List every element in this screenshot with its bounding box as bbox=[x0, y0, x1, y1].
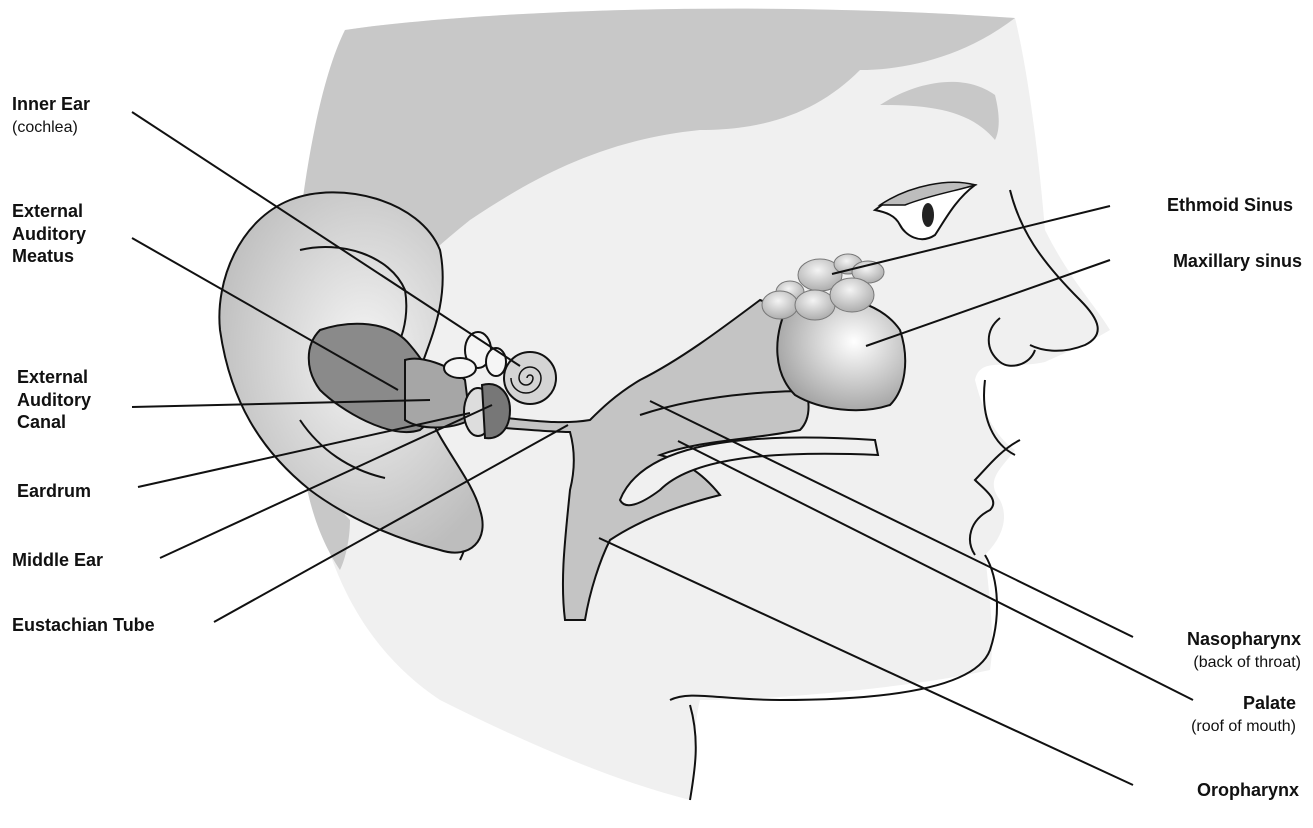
label-external-auditory-canal: External Auditory Canal bbox=[17, 366, 91, 434]
label-maxillary-sinus: Maxillary sinus bbox=[1173, 250, 1302, 273]
label-eardrum: Eardrum bbox=[17, 480, 91, 503]
pupil bbox=[922, 203, 934, 227]
label-nasopharynx-title: Nasopharynx bbox=[1187, 628, 1301, 651]
label-palate: Palate (roof of mouth) bbox=[1191, 692, 1296, 737]
label-palate-sub: (roof of mouth) bbox=[1191, 717, 1296, 737]
label-inner-ear-title: Inner Ear bbox=[12, 93, 90, 116]
label-eam-line2: Auditory bbox=[12, 223, 86, 246]
label-eardrum-title: Eardrum bbox=[17, 480, 91, 503]
label-eac-line2: Auditory bbox=[17, 389, 91, 412]
label-nasopharynx: Nasopharynx (back of throat) bbox=[1187, 628, 1301, 673]
label-eustachian-tube-title: Eustachian Tube bbox=[12, 614, 155, 637]
label-eustachian-tube: Eustachian Tube bbox=[12, 614, 155, 637]
label-maxillary-sinus-title: Maxillary sinus bbox=[1173, 250, 1302, 273]
label-inner-ear: Inner Ear (cochlea) bbox=[12, 93, 90, 138]
label-oropharynx: Oropharynx bbox=[1197, 779, 1299, 802]
label-ethmoid-sinus: Ethmoid Sinus bbox=[1167, 194, 1293, 217]
label-oropharynx-title: Oropharynx bbox=[1197, 779, 1299, 802]
label-eam-line3: Meatus bbox=[12, 245, 86, 268]
label-inner-ear-sub: (cochlea) bbox=[12, 118, 90, 138]
label-nasopharynx-sub: (back of throat) bbox=[1187, 653, 1301, 673]
label-eam-line1: External bbox=[12, 200, 86, 223]
label-middle-ear-title: Middle Ear bbox=[12, 549, 103, 572]
label-ethmoid-sinus-title: Ethmoid Sinus bbox=[1167, 194, 1293, 217]
label-external-auditory-meatus: External Auditory Meatus bbox=[12, 200, 86, 268]
label-middle-ear: Middle Ear bbox=[12, 549, 103, 572]
label-eac-line1: External bbox=[17, 366, 91, 389]
label-eac-line3: Canal bbox=[17, 411, 91, 434]
label-palate-title: Palate bbox=[1191, 692, 1296, 715]
